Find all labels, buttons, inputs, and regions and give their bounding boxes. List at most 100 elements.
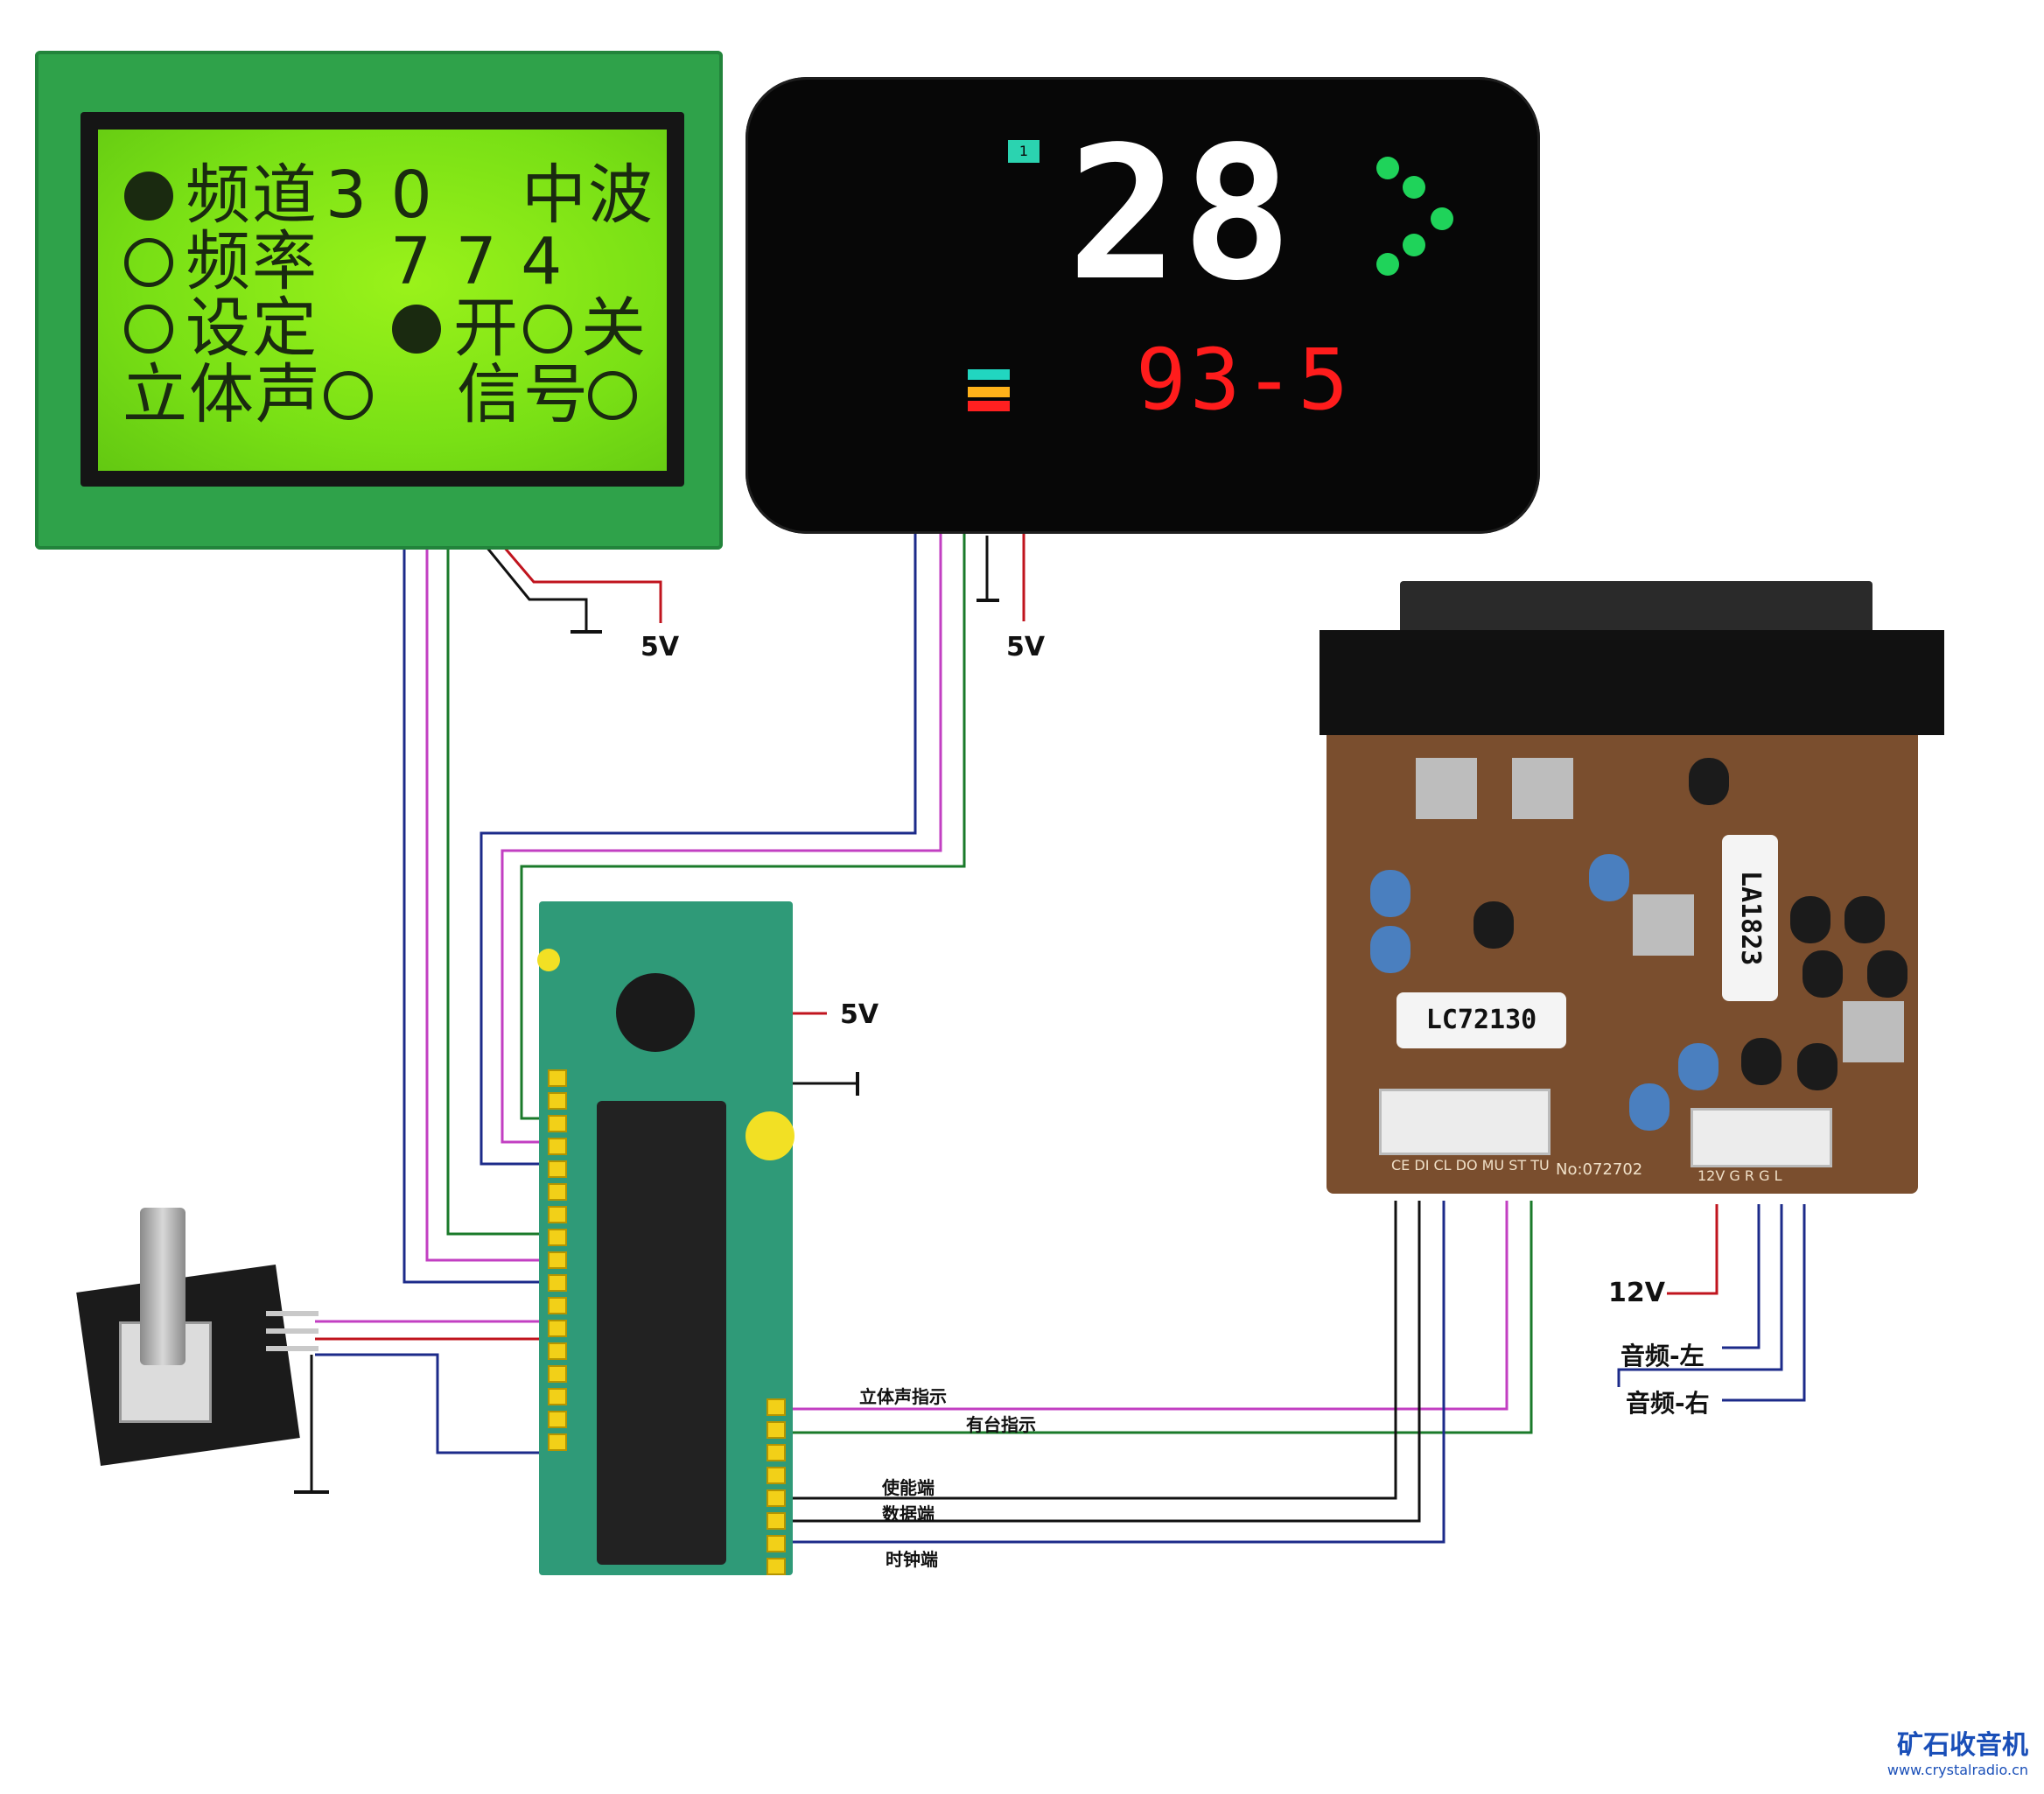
header-pin-left	[548, 1069, 567, 1087]
enc-pin-2	[266, 1328, 318, 1334]
label-data: 数据端	[882, 1503, 934, 1524]
capacitor-8	[1867, 950, 1908, 998]
wire-gnd-audio	[1617, 1204, 1783, 1387]
header-pin-left	[548, 1411, 567, 1428]
label-stereo-indicator: 立体声指示	[859, 1386, 947, 1407]
header-pin-right	[766, 1558, 786, 1575]
capacitor-7	[1802, 950, 1843, 998]
wire-clock	[792, 1201, 1446, 1544]
wire-hud-3	[520, 525, 966, 1120]
lcd-dot-stereo	[324, 371, 373, 420]
header-pin-left	[548, 1251, 567, 1269]
lcd-screen	[98, 130, 667, 471]
header-pin-right	[766, 1489, 786, 1507]
lcd-dot-row2	[124, 238, 173, 287]
header-pin-right	[766, 1421, 786, 1439]
wire-12v	[1667, 1204, 1718, 1295]
lcd-dot-on	[392, 305, 441, 354]
label-5v-hud: 5V	[1006, 632, 1046, 662]
buzzer	[616, 973, 695, 1052]
tuner-connector-control	[1379, 1089, 1550, 1155]
wire-lcd-5v	[502, 546, 662, 623]
header-pin-left	[548, 1115, 567, 1132]
label-5v-lcd: 5V	[640, 632, 680, 662]
brand-logo: 矿石收音机 www.crystalradio.cn	[1887, 1723, 2028, 1778]
lcd-row1-band: 中波	[522, 158, 654, 233]
wire-enable	[792, 1201, 1397, 1500]
header-pin-left	[548, 1183, 567, 1201]
capacitor-4	[1589, 854, 1629, 901]
hud-bar-red	[968, 401, 1010, 411]
wire-lcd-1	[402, 547, 547, 1284]
header-pin-left	[548, 1138, 567, 1155]
header-pin-left	[548, 1274, 567, 1292]
header-pin-left	[548, 1342, 567, 1360]
rotary-encoder-shaft	[140, 1208, 186, 1365]
header-pin-left	[548, 1206, 567, 1223]
header-pin-left	[548, 1092, 567, 1110]
tuner-connector-audio	[1690, 1108, 1832, 1167]
hud-bar-cyan	[968, 369, 1010, 380]
lcd-row4-stereo: 立体声	[122, 357, 322, 432]
chip-lc72130: LC72130	[1396, 992, 1566, 1048]
header-pin-left	[548, 1320, 567, 1337]
capacitor-1	[1370, 870, 1410, 917]
lcd-row4-signal: 信号	[457, 357, 590, 432]
capacitor-3	[1474, 901, 1514, 949]
wire-data	[792, 1201, 1421, 1523]
wire-lcd-gnd	[485, 546, 588, 632]
coil-1	[1416, 758, 1477, 819]
wire-hud-2	[500, 525, 942, 1144]
label-clock: 时钟端	[886, 1549, 938, 1570]
lcd-dot-row3	[124, 305, 173, 354]
coil-3	[1633, 894, 1694, 956]
header-pin-left	[548, 1433, 567, 1451]
brand-name: 矿石收音机	[1897, 1730, 2028, 1761]
wire-lcd-2	[425, 547, 547, 1262]
header-pin-right	[766, 1535, 786, 1552]
capacitor-11	[1797, 1043, 1838, 1090]
tuner-pins-control: CE DI CL DO MU ST TU	[1391, 1157, 1550, 1174]
brand-url: www.crystalradio.cn	[1886, 1762, 2028, 1778]
header-pin-left	[548, 1160, 567, 1178]
mcu-chip	[597, 1101, 726, 1565]
lcd-row1-digits: 3 0	[326, 158, 434, 233]
header-pin-right	[766, 1467, 786, 1484]
label-station-indicator: 有台指示	[966, 1414, 1036, 1435]
led-yellow	[746, 1111, 794, 1160]
wire-station	[792, 1201, 1533, 1434]
header-pin-left	[548, 1297, 567, 1314]
header-pin-right	[766, 1444, 786, 1461]
led-small	[537, 949, 560, 971]
label-12v: 12V	[1608, 1278, 1665, 1308]
wire-hud-1	[480, 534, 917, 1166]
wire-lcd-3	[446, 547, 547, 1236]
lcd-row1-label: 频道	[186, 158, 318, 233]
coil-4	[1843, 1001, 1904, 1062]
lcd-row2-freq: 7 7 4	[390, 224, 564, 299]
lcd-row3-off: 关	[581, 291, 648, 366]
wire-stereo	[792, 1201, 1508, 1411]
lcd-row2-label: 频率	[186, 224, 318, 299]
coil-2	[1512, 758, 1573, 819]
header-pin-right	[766, 1512, 786, 1530]
capacitor-5	[1790, 896, 1830, 943]
label-audio-right: 音频-右	[1626, 1389, 1710, 1418]
tuner-pins-audio: 12V G R G L	[1698, 1167, 1782, 1184]
hud-bar-orange	[968, 387, 1010, 397]
hud-display	[746, 77, 1540, 534]
hud-big-digits: 28	[1068, 107, 1296, 321]
header-pin-left	[548, 1388, 567, 1405]
enc-pin-3	[266, 1346, 318, 1351]
header-pin-right	[766, 1398, 786, 1416]
lcd-row3-on: 开	[453, 291, 520, 366]
hud-signal-icon	[1376, 157, 1453, 276]
capacitor-13	[1689, 758, 1729, 805]
capacitor-9	[1678, 1043, 1718, 1090]
label-5v-mcu: 5V	[840, 999, 879, 1030]
lcd-dot-row1	[124, 172, 173, 221]
hud-red-digits: 93-5	[1136, 331, 1353, 429]
chip-la1823: LA1823	[1722, 835, 1778, 1001]
lcd-dot-signal	[588, 371, 637, 420]
